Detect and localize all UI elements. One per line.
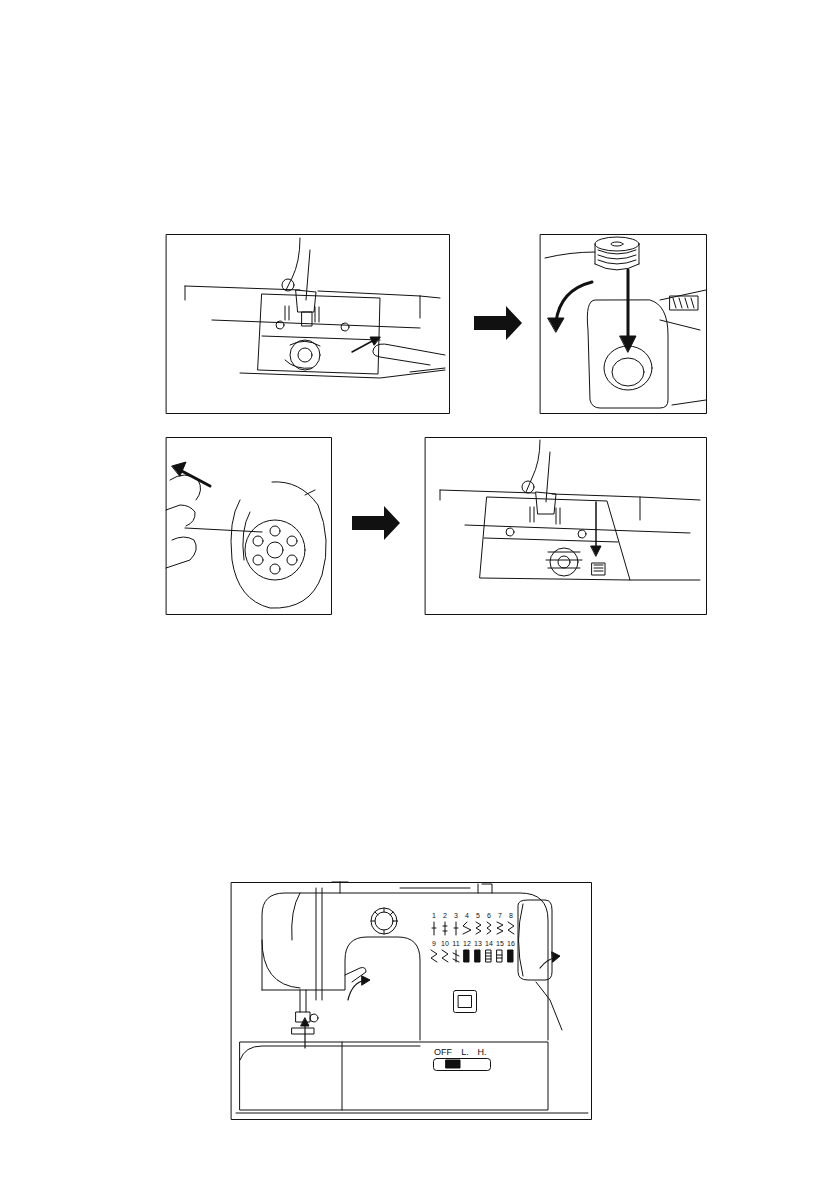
stitch-number: 5 bbox=[476, 912, 480, 919]
stitch-number: 14 bbox=[485, 940, 493, 947]
switch-label: L. bbox=[461, 1048, 469, 1057]
stitch-number: 13 bbox=[474, 940, 482, 947]
switch-label: H. bbox=[478, 1048, 487, 1057]
stitch-number: 11 bbox=[452, 940, 459, 947]
step-arrow bbox=[474, 306, 522, 340]
stitch-number: 9 bbox=[432, 940, 436, 947]
stitch-number: 15 bbox=[496, 940, 504, 947]
stitch-number: 3 bbox=[454, 912, 458, 919]
stitch-number: 10 bbox=[441, 940, 449, 947]
stitch-number: 4 bbox=[465, 912, 469, 919]
insert-bobbin-panel bbox=[541, 235, 707, 414]
sewing-machine-panel bbox=[232, 882, 592, 1120]
pull-thread-panel bbox=[166, 438, 332, 615]
switch-label: OFF bbox=[434, 1048, 452, 1057]
close-cover-panel bbox=[426, 438, 707, 615]
stitch-number: 6 bbox=[487, 912, 491, 919]
stitch-number: 12 bbox=[463, 940, 471, 947]
stitch-number: 1 bbox=[432, 912, 436, 919]
stitch-number: 16 bbox=[507, 940, 515, 947]
stitch-number: 7 bbox=[498, 912, 502, 919]
stitch-number: 2 bbox=[443, 912, 447, 919]
open-cover-panel bbox=[167, 235, 450, 414]
stitch-number: 8 bbox=[509, 912, 513, 919]
step-arrow bbox=[352, 506, 400, 540]
